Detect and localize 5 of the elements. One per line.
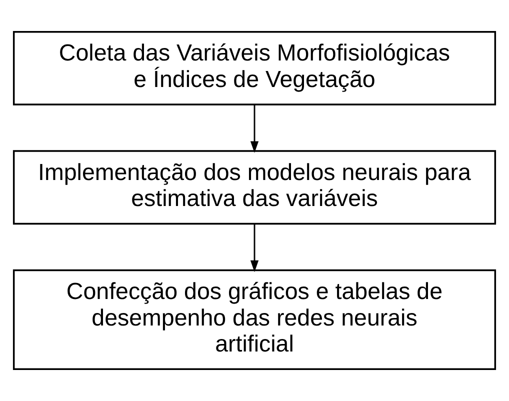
node-box: Coleta das Variáveis Morfofisiológicas e Índices de Vegetação xyxy=(12,30,496,106)
node-box: Implementação dos modelos neurais para estimativa das variáveis xyxy=(12,150,496,225)
node-box: Confecção dos gráficos e tabelas de desempenho das redes neurais artificial xyxy=(12,269,496,370)
arrow xyxy=(250,224,259,272)
arrow xyxy=(250,104,259,153)
